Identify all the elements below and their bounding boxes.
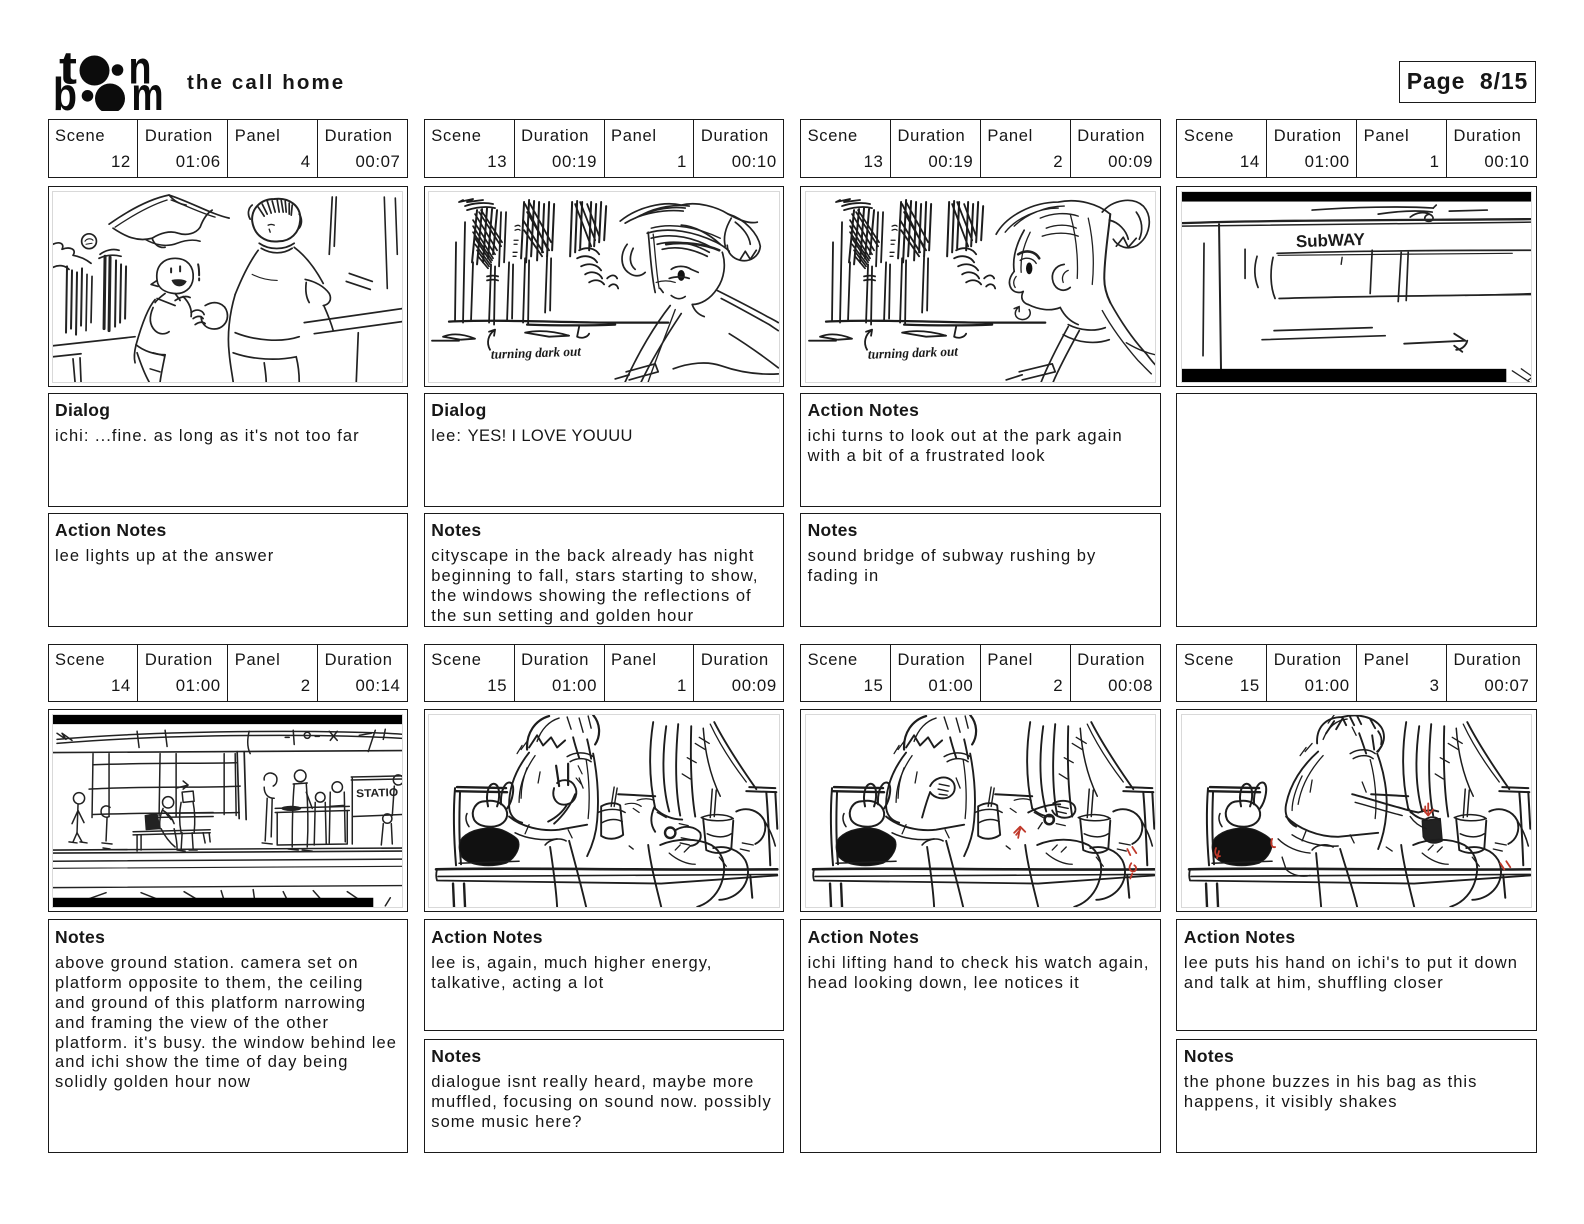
svg-text:n: n (129, 50, 152, 94)
svg-text:SubWAY: SubWAY (1296, 230, 1366, 251)
svg-text:b: b (53, 68, 77, 111)
svg-text:turning dark out: turning dark out (491, 343, 583, 361)
svg-text:t: t (59, 50, 77, 94)
svg-text:STATIO: STATIO (356, 786, 399, 800)
svg-text:m: m (132, 68, 164, 111)
